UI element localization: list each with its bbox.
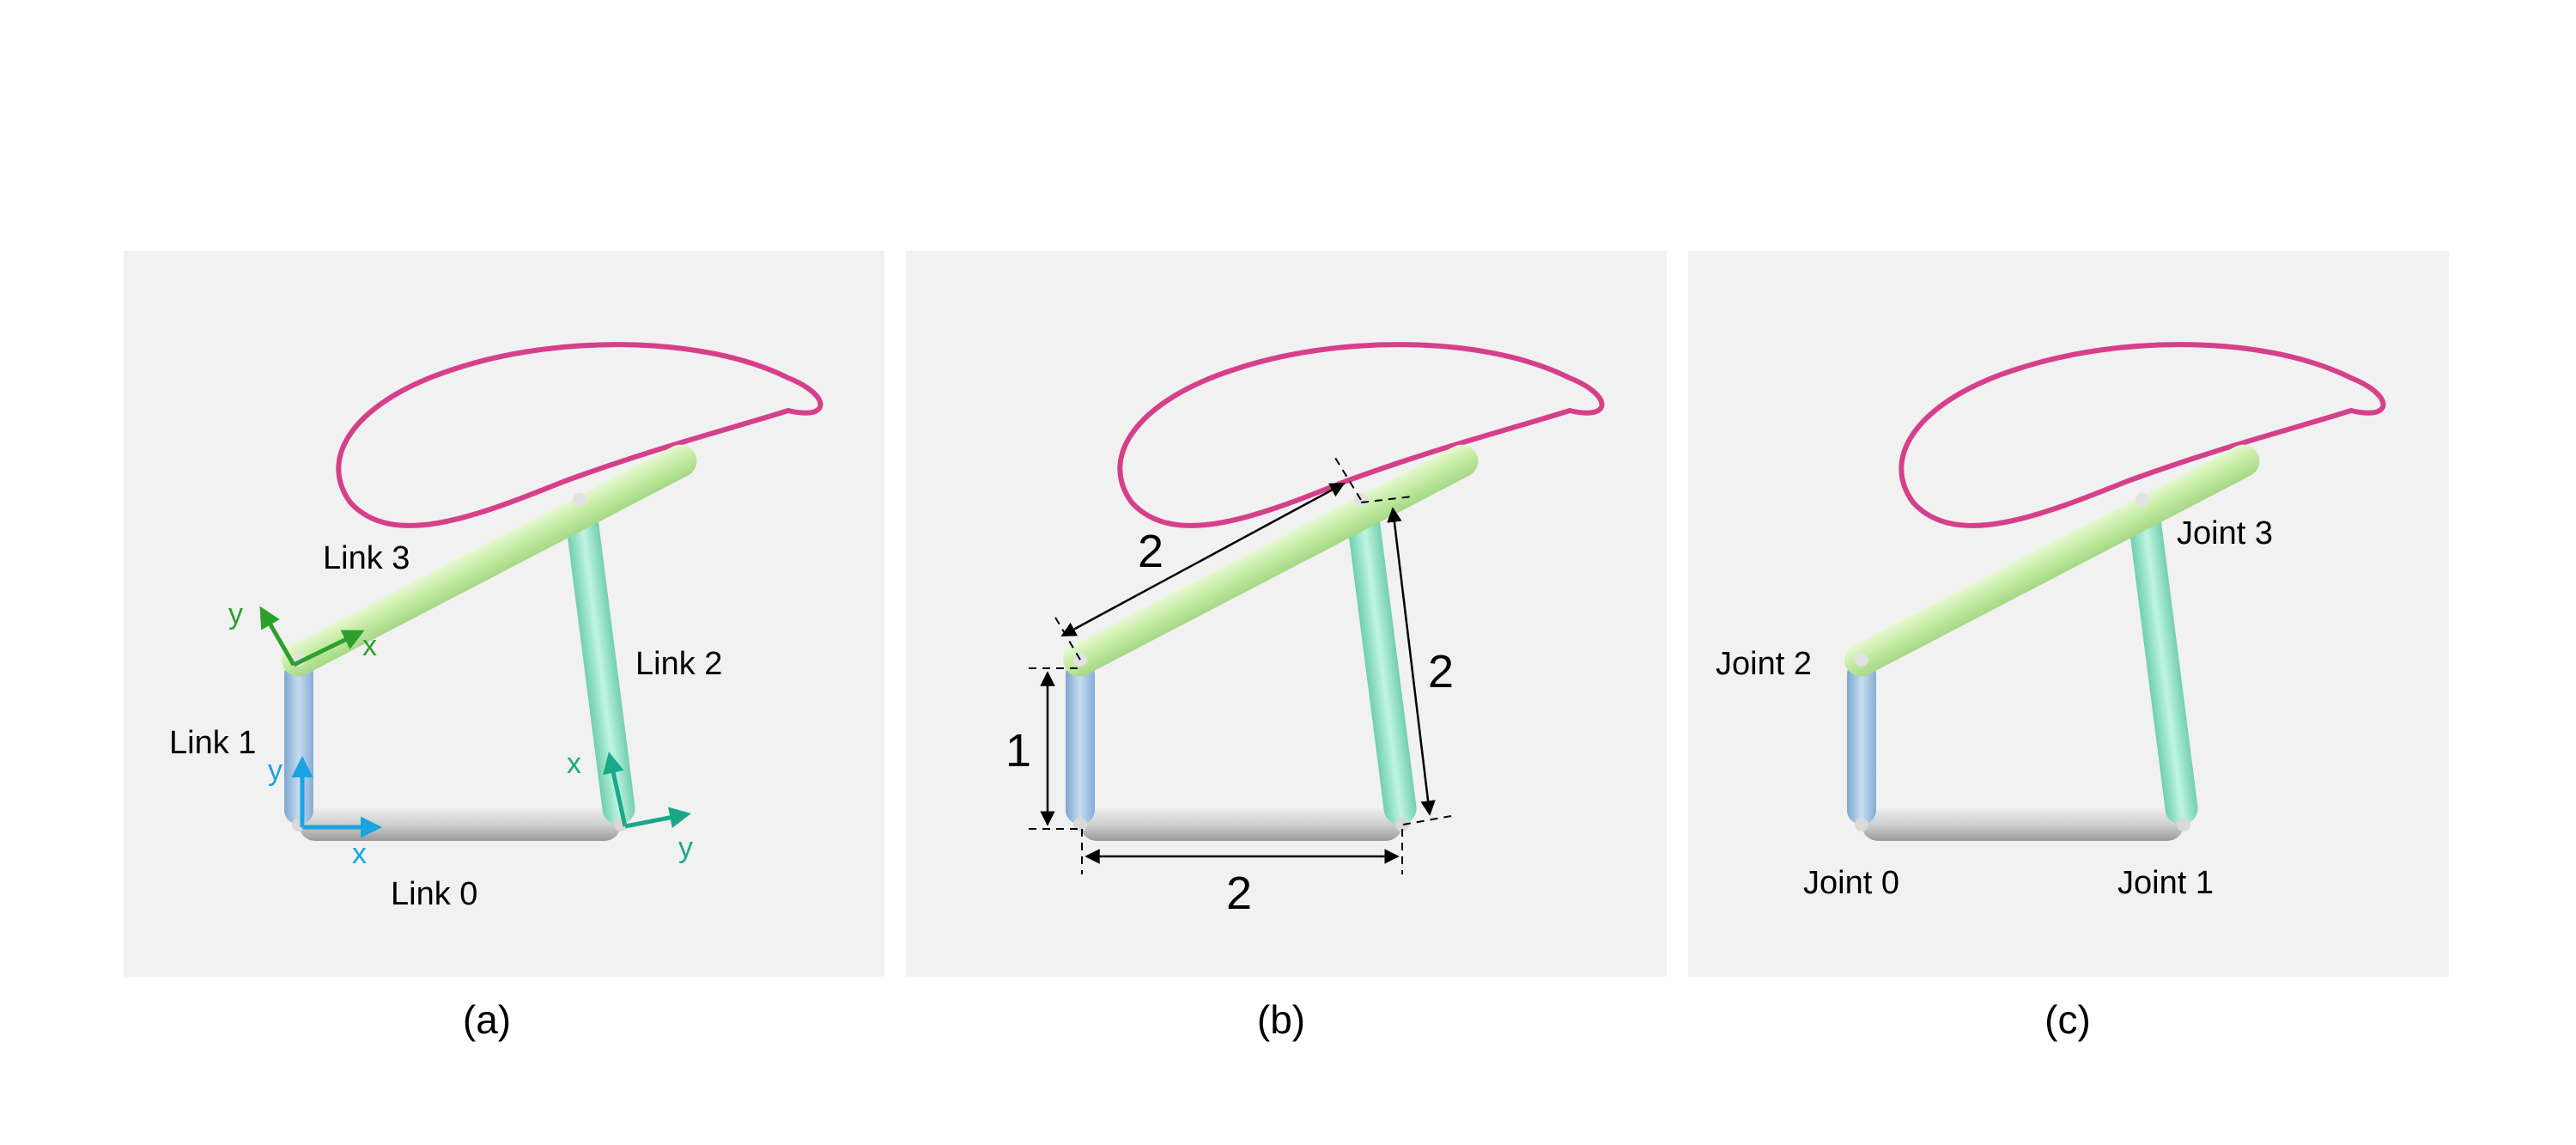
teal-y-axis xyxy=(624,807,691,829)
panel-b: 1 2 2 2 (b) xyxy=(906,251,1667,1042)
extension-line xyxy=(1054,615,1081,661)
teal-coordinate-frame: x y xyxy=(567,747,693,864)
dimension-link-0: 2 xyxy=(1081,829,1403,919)
green-x-label: x xyxy=(362,630,377,662)
joint-3-label: Joint 3 xyxy=(2177,515,2273,551)
panel-b-caption: (b) xyxy=(1257,997,1305,1042)
dimension-arrow xyxy=(1387,507,1436,816)
link-0-label: Link 0 xyxy=(391,876,477,912)
panel-b-background xyxy=(906,251,1667,977)
dimension-value-link-1: 1 xyxy=(1005,725,1031,777)
teal-x-label: x xyxy=(567,747,581,780)
link-3-label: Link 3 xyxy=(323,540,410,576)
joint-0-label: Joint 0 xyxy=(1803,865,1899,901)
dimension-value-link-0: 2 xyxy=(1226,868,1252,919)
dimension-link-3: 2 xyxy=(1054,457,1362,661)
extension-line xyxy=(1360,496,1413,503)
green-y-label: y xyxy=(228,598,243,630)
green-y-axis xyxy=(259,606,296,667)
panel-a: y x y x x y Link 3 Link 2 Link 1 Link 0 … xyxy=(124,251,884,1042)
panel-c-caption: (c) xyxy=(2044,997,2091,1042)
panel-a-caption: (a) xyxy=(463,997,511,1042)
panel-c-background xyxy=(1688,251,2449,977)
dimension-link-2: 2 xyxy=(1360,496,1454,825)
link-1-label: Link 1 xyxy=(169,725,256,761)
teal-x-axis xyxy=(603,752,628,827)
panel-a-background xyxy=(124,251,884,977)
joint-2-label: Joint 2 xyxy=(1716,646,1812,682)
teal-y-label: y xyxy=(678,831,693,864)
dimension-value-link-3: 2 xyxy=(1138,526,1163,577)
dimension-link-1: 1 xyxy=(1005,667,1084,830)
green-coordinate-frame: y x xyxy=(228,598,377,667)
panel-c: Joint 3 Joint 2 Joint 0 Joint 1 (c) xyxy=(1688,251,2449,1042)
blue-coordinate-frame: y x xyxy=(268,754,382,870)
green-x-axis xyxy=(292,630,365,667)
blue-y-label: y xyxy=(268,754,283,787)
joint-1-label: Joint 1 xyxy=(2117,865,2214,901)
blue-x-label: x xyxy=(352,837,367,870)
dimension-arrow xyxy=(1060,482,1346,637)
link-2-label: Link 2 xyxy=(635,646,722,682)
dimension-value-link-2: 2 xyxy=(1428,646,1454,697)
